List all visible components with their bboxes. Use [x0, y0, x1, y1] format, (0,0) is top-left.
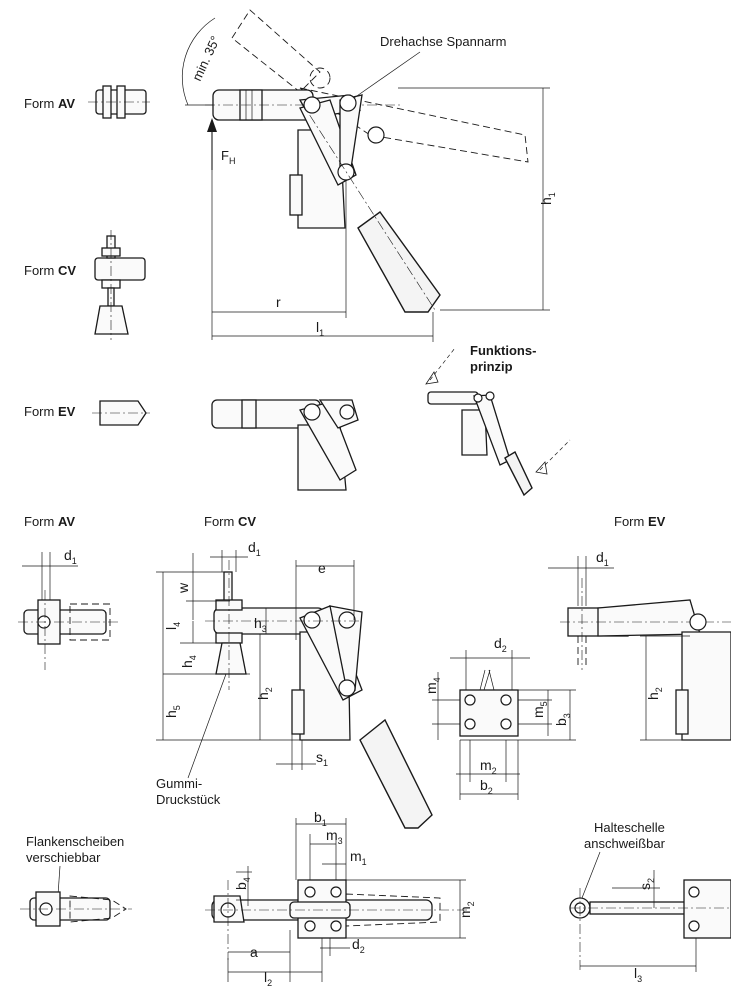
svg-text:l4: l4	[163, 622, 182, 630]
svg-text:a: a	[250, 944, 258, 960]
flanken-label-1: Flankenscheiben	[26, 834, 124, 849]
svg-text:d1: d1	[248, 539, 261, 558]
label-form-ev-mid: Form EV	[614, 514, 666, 529]
svg-text:m2: m2	[480, 757, 497, 776]
svg-text:b3: b3	[553, 713, 572, 726]
head-ev-top	[92, 400, 150, 426]
svg-text:b4: b4	[233, 877, 252, 890]
dim-h1-text: h1	[538, 192, 557, 205]
funktionsprinzip-sketch	[425, 347, 571, 497]
svg-text:s2: s2	[637, 878, 656, 890]
svg-text:d1: d1	[596, 549, 609, 568]
bottom-dims: b1 m3 m1 b4 m2 d2 a l2	[227, 809, 476, 988]
base-plate-view: d2 m4 m5 b3 m2 b2	[423, 635, 576, 800]
clamp-halteschelle-bottom: s2 l3	[569, 851, 731, 984]
svg-text:m2: m2	[457, 901, 476, 918]
svg-text:d2: d2	[494, 635, 507, 654]
svg-text:b2: b2	[480, 777, 493, 796]
head-cv-top	[94, 230, 146, 340]
label-form-ev-top: Form EV	[24, 404, 76, 419]
dim-r: r	[211, 120, 347, 340]
drehachse-leader	[353, 51, 421, 99]
svg-text:m3: m3	[326, 827, 343, 846]
clamp-top-view-bottom	[205, 879, 470, 960]
dim-h1: h1	[398, 87, 557, 311]
cv-dims: d1 e w l4 h4 h3 h2 h5 s1	[156, 539, 355, 779]
label-form-cv-mid: Form CV	[204, 514, 256, 529]
head-av-mid: d1	[18, 547, 120, 670]
label-form-av-mid: Form AV	[24, 514, 75, 529]
svg-text:m5: m5	[530, 701, 549, 718]
halte-label-2: anschweißbar	[584, 836, 666, 851]
gummi-label-2: Druckstück	[156, 792, 221, 807]
clamp-ev-mid: d1 h2	[548, 549, 731, 741]
svg-text:b1: b1	[314, 809, 327, 828]
svg-text:l3: l3	[634, 965, 642, 984]
dim-l1: l1	[212, 312, 434, 342]
svg-text:s1: s1	[316, 749, 328, 768]
min-angle-label: min. 35°	[189, 34, 223, 84]
main-clamp-top	[181, 9, 529, 313]
label-form-cv-top: Form CV	[24, 263, 76, 278]
head-flanken-bottom	[20, 865, 132, 927]
clamp-ev-top	[211, 399, 359, 491]
head-av-top	[88, 85, 150, 119]
flanken-label-2: verschiebbar	[26, 850, 101, 865]
clamp-cv-mid	[205, 560, 433, 829]
svg-text:h2: h2	[645, 687, 664, 700]
svg-text:m4: m4	[423, 677, 442, 694]
svg-text:d2: d2	[352, 936, 365, 955]
gummi-label-1: Gummi-	[156, 776, 202, 791]
label-form-av-top: Form AV	[24, 96, 75, 111]
svg-text:h2: h2	[255, 687, 274, 700]
svg-text:h3: h3	[254, 615, 267, 634]
svg-text:h4: h4	[179, 655, 198, 668]
svg-text:d1: d1	[64, 547, 77, 566]
force-label: FH	[221, 148, 235, 166]
dim-l1-text: l1	[316, 319, 324, 338]
svg-text:m1: m1	[350, 848, 367, 867]
svg-text:e: e	[318, 560, 326, 576]
svg-text:l2: l2	[264, 969, 272, 988]
svg-text:r: r	[276, 294, 281, 310]
halte-label-1: Halteschelle	[594, 820, 665, 835]
funktions-label-1: Funktions-	[470, 343, 536, 358]
funktions-label-2: prinzip	[470, 359, 513, 374]
svg-text:w: w	[175, 582, 191, 594]
svg-text:h5: h5	[163, 705, 182, 718]
drehachse-label: Drehachse Spannarm	[380, 34, 506, 49]
